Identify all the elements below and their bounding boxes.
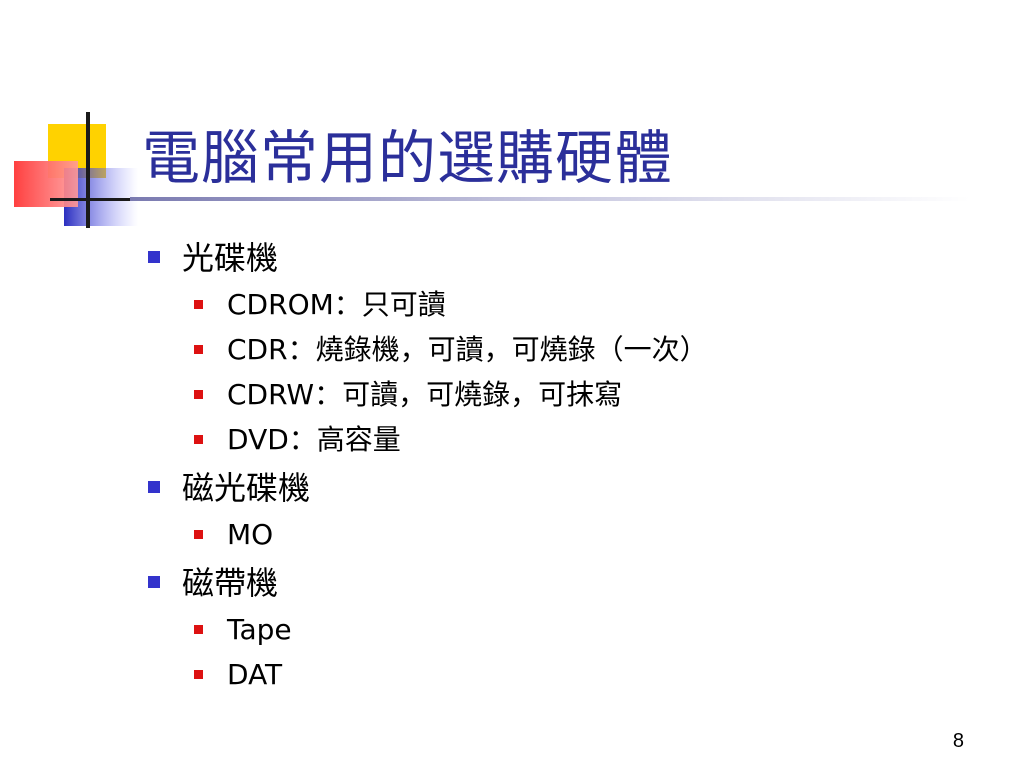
bullet-text: MO (227, 518, 274, 551)
square-bullet-icon (148, 481, 160, 493)
bullet-level2: Tape (194, 607, 988, 652)
bullet-text: Tape (227, 613, 292, 646)
bullet-level2: CDROM：只可讀 (194, 282, 988, 327)
bullet-text: DVD：高容量 (227, 423, 401, 456)
bullet-level2: CDR：燒錄機，可讀，可燒錄（一次） (194, 327, 988, 372)
bullet-level1: 磁光碟機 (148, 464, 988, 512)
bullet-text: 磁帶機 (182, 564, 279, 602)
square-bullet-icon (194, 625, 203, 634)
square-bullet-icon (194, 530, 203, 539)
page-number: 8 (952, 730, 964, 752)
bullet-text: CDRW：可讀，可燒錄，可抹寫 (227, 378, 623, 411)
bullet-level2: DAT (194, 652, 988, 697)
slide-title: 電腦常用的選購硬體 (142, 124, 674, 192)
square-bullet-icon (194, 300, 203, 309)
bullet-text: 磁光碟機 (182, 469, 311, 507)
square-bullet-icon (194, 390, 203, 399)
bullet-text: 光碟機 (182, 239, 279, 277)
square-bullet-icon (194, 345, 203, 354)
bullet-text: DAT (227, 658, 283, 691)
square-bullet-icon (194, 670, 203, 679)
bullet-content: 光碟機 CDROM：只可讀 CDR：燒錄機，可讀，可燒錄（一次） CDRW：可讀… (148, 232, 988, 697)
bullet-level1: 光碟機 (148, 234, 988, 282)
square-bullet-icon (194, 435, 203, 444)
bullet-text: CDR：燒錄機，可讀，可燒錄（一次） (227, 333, 708, 366)
deco-vertical-line (86, 112, 90, 228)
square-bullet-icon (148, 576, 160, 588)
corner-decoration (14, 112, 970, 228)
title-underline (130, 197, 970, 201)
bullet-level2: DVD：高容量 (194, 417, 988, 462)
bullet-text: CDROM：只可讀 (227, 288, 446, 321)
square-bullet-icon (148, 251, 160, 263)
bullet-level1: 磁帶機 (148, 559, 988, 607)
deco-horizontal-line (50, 198, 130, 201)
bullet-level2: CDRW：可讀，可燒錄，可抹寫 (194, 372, 988, 417)
bullet-level2: MO (194, 512, 988, 557)
